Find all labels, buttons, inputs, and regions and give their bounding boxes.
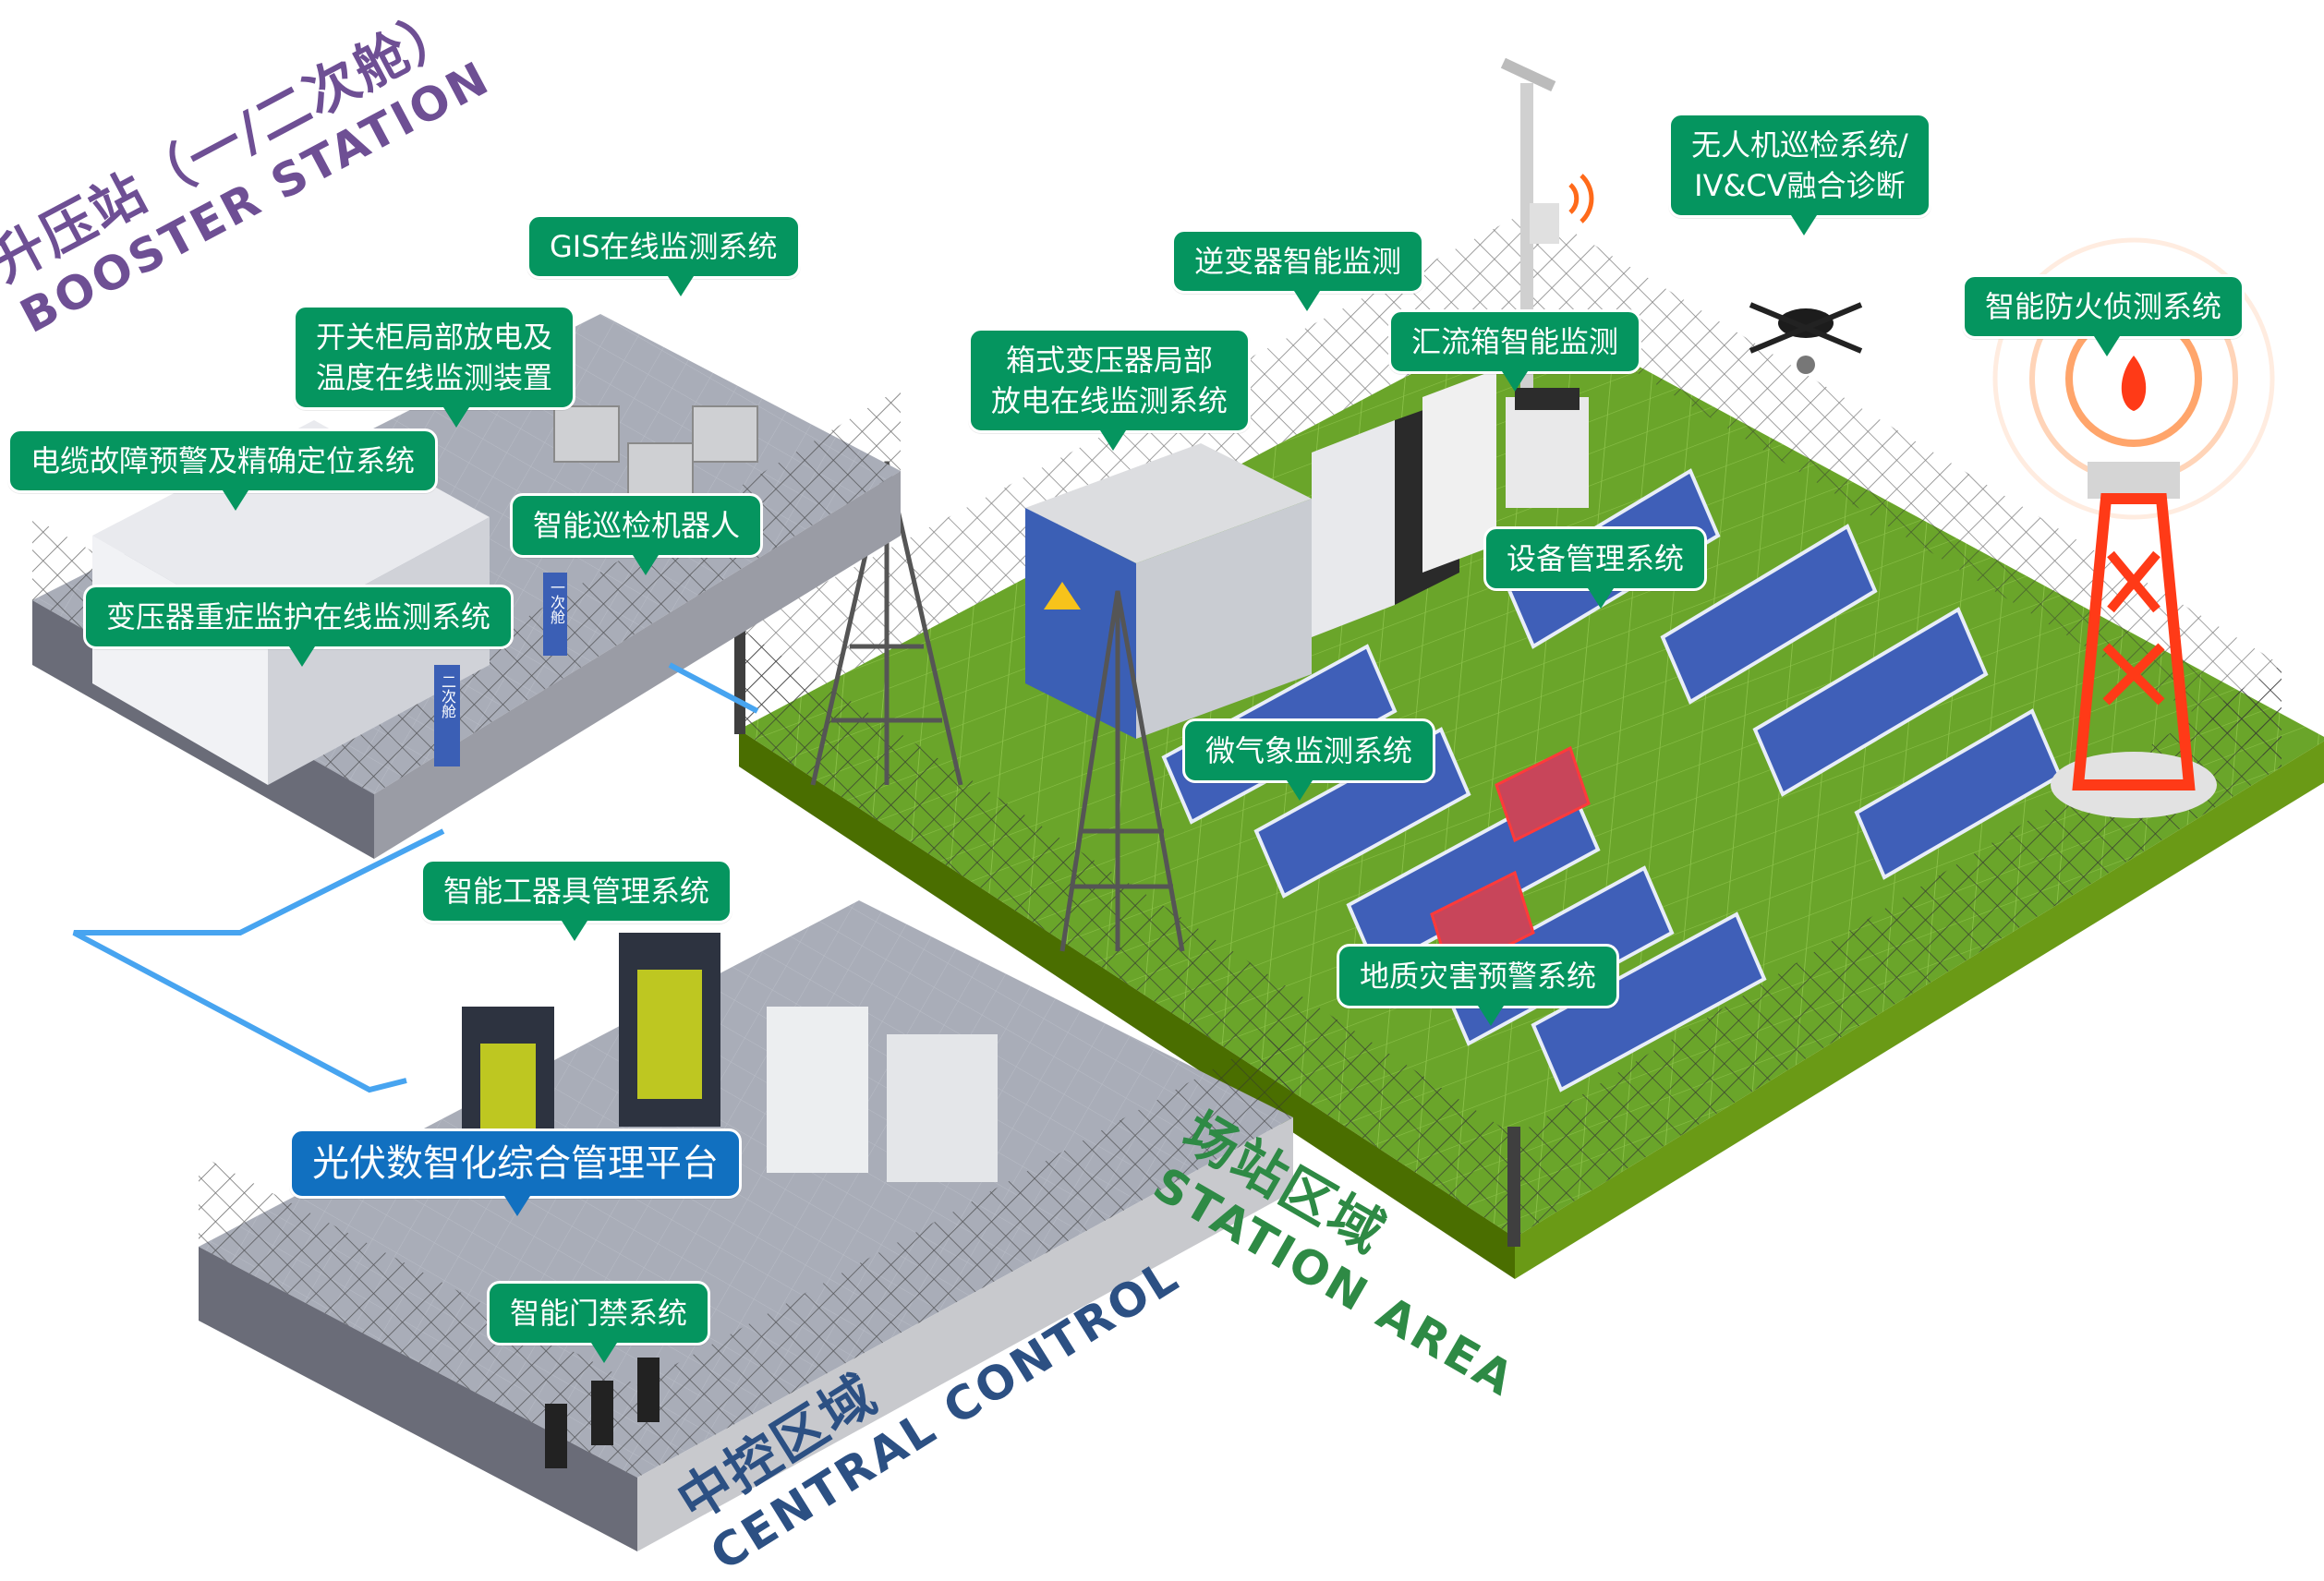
callout-text: 设备管理系统: [1507, 541, 1685, 576]
callout-text: 微气象监测系统: [1205, 733, 1413, 768]
callout-drone-inspection[interactable]: 无人机巡检系统/ IV&CV融合诊断: [1668, 113, 1931, 235]
callout-text: 逆变器智能监测: [1194, 244, 1402, 279]
callout-text: 开关柜局部放电及: [316, 320, 553, 355]
callout-text: GIS在线监测系统: [550, 229, 778, 264]
callout-transformer-monitoring[interactable]: 变压器重症监护在线监测系统: [83, 585, 514, 667]
callout-equipment-management[interactable]: 设备管理系统: [1483, 526, 1708, 609]
callout-text: 箱式变压器局部: [1006, 343, 1214, 378]
callout-tool-management[interactable]: 智能工器具管理系统: [420, 859, 733, 941]
callout-pointer: [591, 1343, 617, 1363]
callout-text: 智能防火侦测系统: [1985, 289, 2222, 324]
callout-pointer: [2094, 336, 2120, 356]
callout-text: 温度在线监测装置: [316, 360, 553, 395]
callout-pointer: [1478, 1006, 1504, 1026]
callout-text: 光伏数智化综合管理平台: [312, 1142, 719, 1185]
callout-switchgear-monitoring[interactable]: 开关柜局部放电及 温度在线监测装置: [293, 305, 576, 428]
callout-pointer: [504, 1196, 530, 1216]
callout-pointer: [633, 555, 659, 575]
callout-pointer: [1502, 371, 1528, 392]
booster-station-platform: [32, 314, 901, 859]
callout-integrated-platform[interactable]: 光伏数智化综合管理平台: [289, 1128, 742, 1216]
callout-text: 变压器重症监护在线监测系统: [106, 599, 491, 634]
callout-combiner-box[interactable]: 汇流箱智能监测: [1388, 309, 1642, 392]
callout-pointer: [289, 646, 315, 667]
box-transformer: [1025, 443, 1312, 739]
drone: [1749, 302, 1863, 374]
callout-text: IV&CV融合诊断: [1694, 168, 1906, 203]
callout-pointer: [668, 276, 694, 296]
faulty-panel: [1495, 745, 1591, 843]
callout-pointer: [1588, 588, 1614, 609]
callout-text: 智能门禁系统: [510, 1296, 688, 1331]
callout-text: 电缆故障预警及精确定位系统: [30, 443, 416, 478]
callout-inspection-robot[interactable]: 智能巡检机器人: [510, 493, 764, 575]
callout-text: 智能巡检机器人: [533, 508, 741, 543]
callout-pointer: [443, 407, 469, 428]
callout-micro-weather[interactable]: 微气象监测系统: [1182, 718, 1436, 801]
callout-pointer: [1100, 430, 1126, 451]
callout-access-control[interactable]: 智能门禁系统: [487, 1281, 711, 1363]
callout-pointer: [1287, 780, 1313, 801]
callout-pointer: [562, 921, 587, 941]
callout-pointer: [223, 490, 248, 511]
callout-text: 地质灾害预警系统: [1360, 959, 1597, 994]
central-control-platform: [199, 900, 1293, 1551]
callout-text: 放电在线监测系统: [991, 383, 1229, 418]
callout-pointer: [1294, 291, 1320, 311]
callout-text: 智能工器具管理系统: [443, 874, 710, 909]
callout-text: 汇流箱智能监测: [1411, 324, 1619, 359]
inverter-cabinets: [1312, 369, 1589, 637]
callout-fire-detection[interactable]: 智能防火侦测系统: [1962, 274, 2245, 356]
callout-inverter-monitoring[interactable]: 逆变器智能监测: [1171, 229, 1425, 311]
data-link-lines: [72, 662, 759, 1093]
callout-pointer: [1791, 215, 1817, 235]
callout-text: 无人机巡检系统/: [1691, 127, 1908, 163]
callout-cable-fault[interactable]: 电缆故障预警及精确定位系统: [7, 428, 439, 511]
sign-secondary-cabin: 二次舱: [439, 674, 456, 718]
callout-box-transformer[interactable]: 箱式变压器局部 放电在线监测系统: [968, 328, 1252, 451]
sign-primary-cabin: 一次舱: [548, 580, 565, 624]
callout-gis-monitoring[interactable]: GIS在线监测系统: [527, 214, 801, 296]
callout-geological-hazard[interactable]: 地质灾害预警系统: [1337, 944, 1620, 1026]
